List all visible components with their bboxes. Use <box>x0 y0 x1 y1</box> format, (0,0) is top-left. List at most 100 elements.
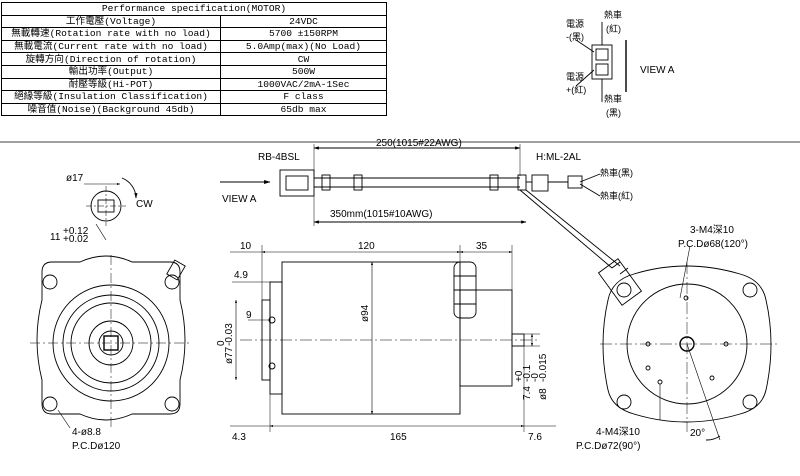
dim-7-4-tol2: -0.1 <box>522 364 533 382</box>
connector-name: RB-4BSL <box>258 152 300 163</box>
shaft-dim-a: 11 <box>50 232 61 243</box>
rear-angle-label: 20° <box>690 428 705 439</box>
connector-view <box>575 22 627 102</box>
connector-pin-bottom <box>595 63 609 76</box>
shaft-diameter: ø17 <box>66 173 84 184</box>
spec-row: 輸出功率(Output)500W <box>1 64 387 79</box>
dim-165: 165 <box>390 432 407 443</box>
motor-body <box>281 261 461 415</box>
tapped-hole <box>645 365 651 371</box>
bolt-head <box>268 362 276 370</box>
cable-view-label: VIEW A <box>222 194 257 205</box>
leader-line <box>579 173 601 183</box>
cable-lead <box>519 189 613 269</box>
cable-lead <box>525 189 621 267</box>
cable-assembly <box>220 144 621 269</box>
connector-top-label-1: 熱車 <box>604 9 622 20</box>
cable-tie <box>489 174 499 191</box>
dim-8: ø8 <box>538 388 549 400</box>
shaft-tol-dn: +0.02 <box>63 234 89 245</box>
shaft-detail <box>84 177 138 241</box>
dim-8-tol1: -0 <box>530 373 541 382</box>
dim-94: ø94 <box>360 304 371 322</box>
connector-pin-top <box>595 48 609 61</box>
connector-pos-label-1: 電源 <box>566 72 584 82</box>
front-holes-label: 4-ø8.8 <box>72 427 101 438</box>
terminal-housing <box>531 174 549 192</box>
spec-value: 65db max <box>220 102 387 117</box>
leader-line <box>679 245 691 299</box>
connector-pos-label-2: +(紅) <box>566 85 586 95</box>
connector-bot-label-2: (黑) <box>606 108 621 118</box>
spec-row: 工作電壓(Voltage)24VDC <box>1 14 387 29</box>
cable-lead <box>619 267 629 275</box>
dim-77-tol2: -0.03 <box>224 323 235 346</box>
rb4bsl-connector-inner <box>285 175 309 191</box>
mount-hole <box>742 394 758 410</box>
shaft-tol-up: +0.12 <box>63 226 89 237</box>
connector-body <box>591 44 613 80</box>
vent-tab <box>166 259 186 281</box>
connector-neg-label-1: 電源 <box>566 19 584 29</box>
dim-7-4-tol1: +0 <box>514 370 525 382</box>
terminal-name: H:ML-2AL <box>536 152 581 163</box>
dim-9: 9 <box>246 310 252 321</box>
spec-row: 噪音值(Noise)(Background 45db)65db max <box>1 102 387 117</box>
cable-tie <box>353 174 363 191</box>
front-pcd-label: P.C.Dø120 <box>72 441 121 452</box>
cable-tie <box>517 174 527 191</box>
rear-view <box>597 245 780 441</box>
dim-35: 35 <box>476 241 488 252</box>
flange-outline <box>36 255 186 421</box>
front-view <box>30 255 192 430</box>
tapped-hole <box>709 375 715 381</box>
dim-4-3: 4.3 <box>232 432 246 443</box>
leader-line <box>575 39 595 53</box>
mount-hole <box>42 274 58 290</box>
leader-line <box>575 69 595 87</box>
front-flange <box>269 281 283 395</box>
cable-length-bottom: 350mm(1015#10AWG) <box>330 209 432 220</box>
mount-hole <box>164 396 180 412</box>
rear-holes-bottom: 4-M4深10 <box>596 426 640 438</box>
leader-line <box>95 223 107 241</box>
wire-red-label: 熱車(紅) <box>600 190 633 201</box>
rb4bsl-connector <box>279 169 315 197</box>
angle-line <box>686 343 721 441</box>
dim-77: ø77 <box>224 346 235 364</box>
dim-7-6: 7.6 <box>528 432 542 443</box>
wire-black-label: 熱車(黑) <box>600 167 633 178</box>
mount-hole <box>742 282 758 298</box>
rear-pcd-top: P.C.Dø68(120°) <box>678 239 748 250</box>
dim-10: 10 <box>240 241 252 252</box>
spec-table: Performance specification(MOTOR) 工作電壓(Vo… <box>1 2 387 117</box>
terminal-plug <box>567 175 583 189</box>
rear-grommet <box>597 258 643 306</box>
rear-pcd-bottom: P.C.Dø72(90°) <box>576 441 640 452</box>
spec-row: 無載轉速(Rotation rate with no load)5700 ±15… <box>1 27 387 41</box>
mount-hole <box>616 282 632 298</box>
mount-hole <box>616 394 632 410</box>
shaft-rotation: CW <box>136 199 153 210</box>
rear-holes-top: 3-M4深10 <box>690 224 734 236</box>
connector-bot-label-1: 熱車 <box>604 93 622 104</box>
spec-row: 絕緣等級(Insulation Classification)F class <box>1 90 387 104</box>
mount-hole <box>42 396 58 412</box>
dim-120: 120 <box>358 241 375 252</box>
connector-view-label: VIEW A <box>640 65 675 76</box>
rotation-arrow <box>121 177 138 199</box>
dim-4-9: 4.9 <box>234 270 248 281</box>
side-view <box>230 245 556 432</box>
cable-length-top: 250(1015#22AWG) <box>376 138 462 149</box>
connector-top-label-2: (紅) <box>606 24 621 34</box>
cable-lead <box>611 261 621 269</box>
mount-hole <box>164 274 180 290</box>
leader-line <box>579 183 601 197</box>
dim-77-tol: 0 <box>216 340 227 346</box>
connector-neg-label-2: -(黑) <box>566 32 584 42</box>
cable-tie <box>321 174 331 191</box>
leader-line <box>57 409 71 429</box>
dim-7-4: 7.4 <box>522 386 533 400</box>
